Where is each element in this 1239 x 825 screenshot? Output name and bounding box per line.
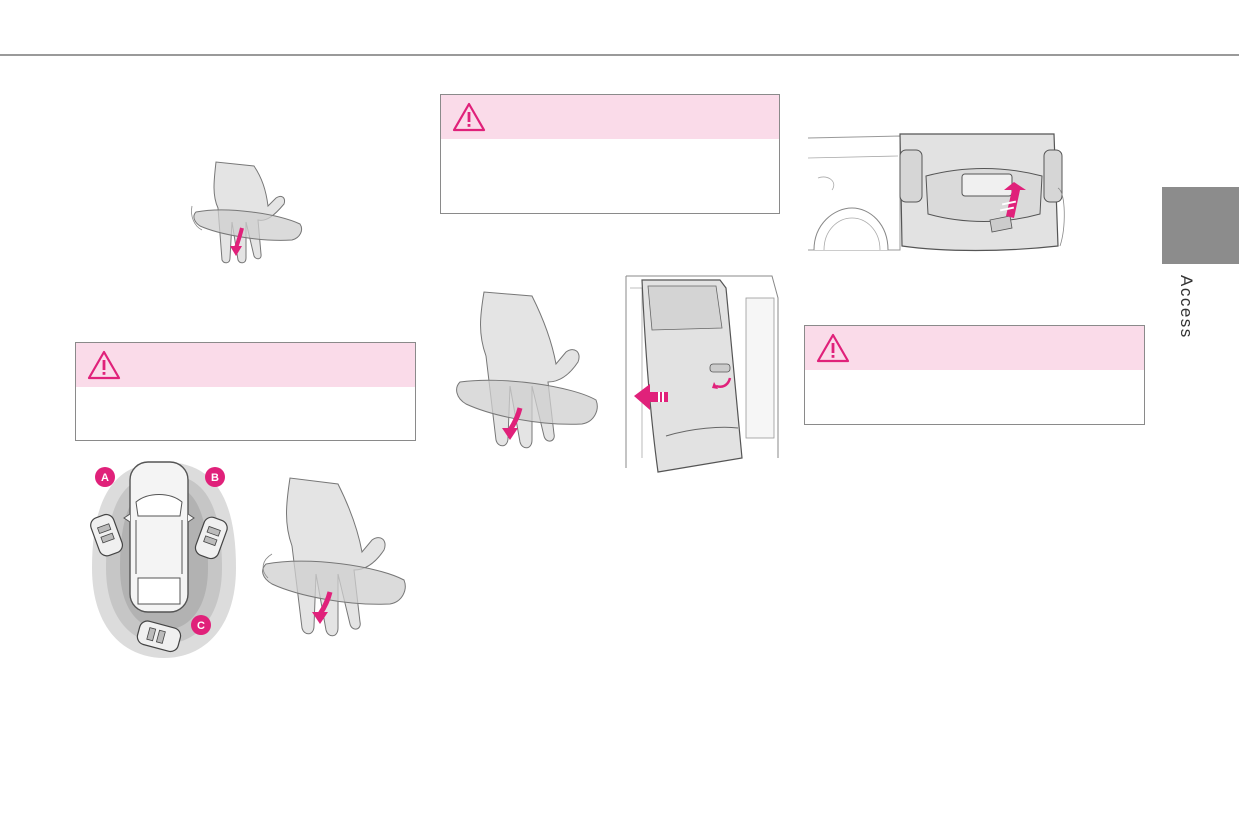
- zone-c-badge: [191, 615, 211, 635]
- door-handle-pull-illustration: [262, 477, 406, 637]
- warning-box-1: [75, 342, 416, 441]
- zone-b-label: B: [211, 472, 219, 484]
- sliding-door-handle-illustration: [456, 291, 598, 449]
- warning-box-2: [440, 94, 780, 214]
- warning-header: [805, 326, 1144, 370]
- warning-header: [76, 343, 415, 387]
- door-handle-small-illustration: [191, 161, 303, 264]
- warning-box-3: [804, 325, 1145, 425]
- sliding-door-illustration: [625, 275, 779, 473]
- warning-triangle-icon: [452, 102, 486, 132]
- zone-a-label: A: [101, 472, 109, 484]
- warning-triangle-icon: [87, 350, 121, 380]
- section-tab-label: Access: [1177, 275, 1196, 339]
- zone-a-badge: [95, 467, 115, 487]
- tailgate-illustration: [807, 133, 1065, 252]
- warning-triangle-icon: [816, 333, 850, 363]
- top-rule: [0, 54, 1239, 56]
- keyless-zones-illustration: A B C: [90, 461, 236, 658]
- section-tab: [1162, 187, 1239, 264]
- zone-b-badge: [205, 467, 225, 487]
- zone-c-label: C: [197, 620, 205, 632]
- warning-header: [441, 95, 779, 139]
